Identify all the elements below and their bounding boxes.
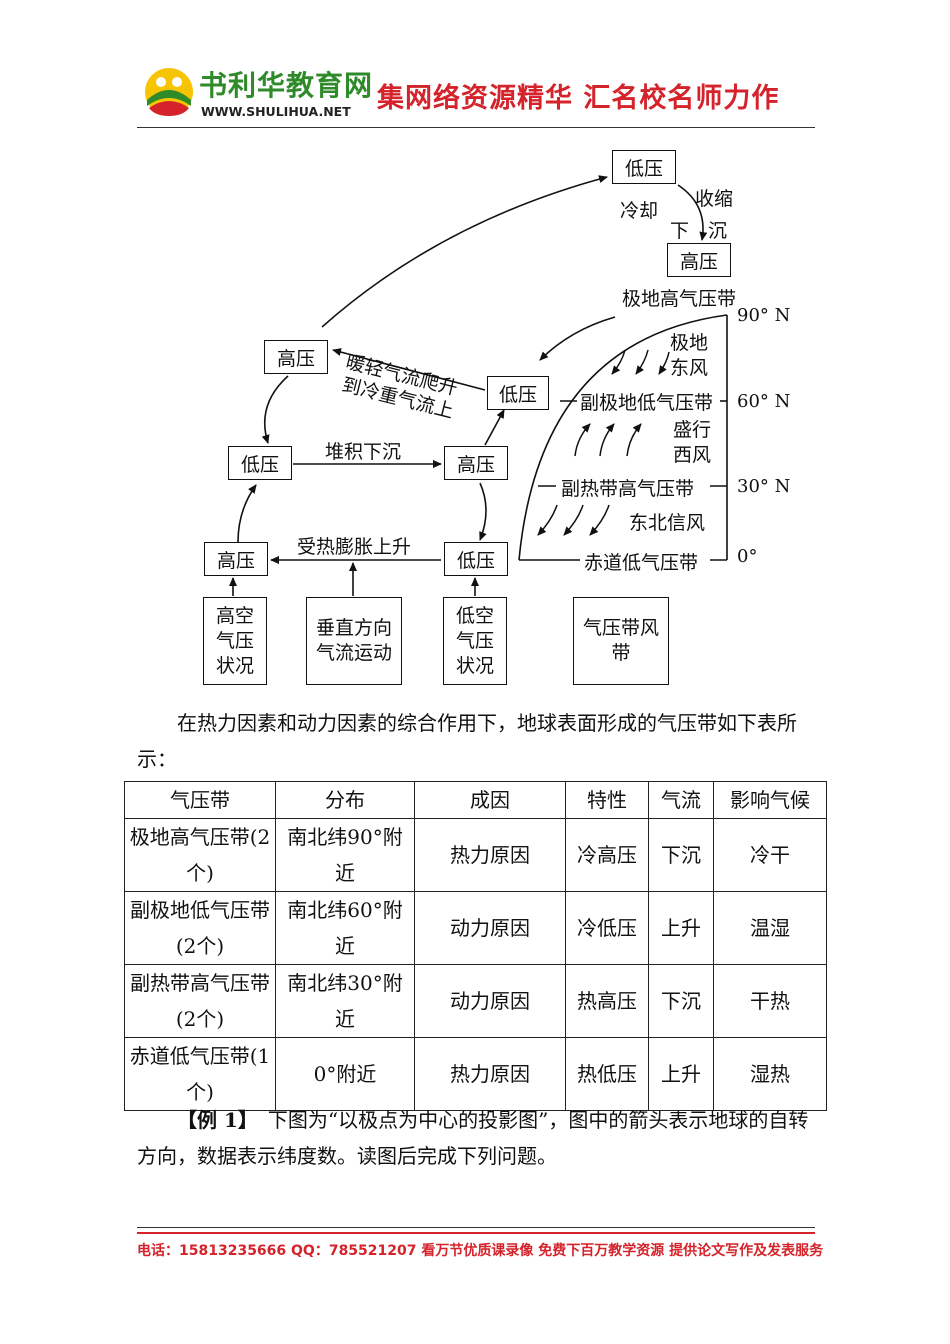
footer-divider: [137, 1227, 815, 1228]
box-belts: 气压带风带: [573, 597, 669, 685]
table-cell: 干热: [713, 964, 827, 1038]
low-pressure-box-top: 低压: [612, 150, 676, 184]
table-cell: 冷干: [713, 818, 827, 892]
table-cell: 副极地低气压带(2个): [124, 891, 276, 965]
table-cell: 极地高气压带(2个): [124, 818, 276, 892]
footer-contact: 电话：15813235666 QQ：785521207 看万节优质课录像 免费下…: [137, 1243, 824, 1259]
logo-text: 书利华教育网: [199, 69, 374, 102]
table-header-row: 气压带 分布 成因 特性 气流 影响气候: [124, 781, 827, 819]
label-equatorial-low-belt: 赤道低气压带: [584, 552, 699, 574]
low-pressure-box-mid-right: 低压: [487, 376, 549, 410]
high-pressure-box-mid: 高压: [444, 446, 508, 480]
box-vertical-flow: 垂直方向气流运动: [306, 597, 402, 685]
diagram-lines: [229, 175, 728, 596]
column-header: 特性: [565, 781, 649, 819]
pressure-belt-table: 气压带 分布 成因 特性 气流 影响气候 极地高气压带(2个) 南北纬90°附近…: [124, 781, 827, 1111]
label-lat-90: 90° N: [737, 305, 791, 326]
label-accumulate-sink: 堆积下沉: [325, 441, 402, 463]
table-cell: 动力原因: [414, 964, 566, 1038]
page-header: 书利华教育网 WWW.SHULIHUA.NET 集网络资源精华 汇名校名师力作: [137, 62, 817, 130]
table-cell: 热力原因: [414, 818, 566, 892]
table-cell: 冷低压: [565, 891, 649, 965]
label-polar-high-belt: 极地高气压带: [622, 288, 737, 310]
pressure-belt-diagram: 低压 高压 高压 低压 低压 高压 高压 低压 冷却 收缩 下 沉 极地高气压带…: [203, 150, 791, 685]
label-subtropical-high-belt: 副热带高气压带: [561, 478, 695, 500]
label-westerly-2: 西风: [673, 444, 712, 466]
table-cell: 热高压: [565, 964, 649, 1038]
intro-text: 在热力因素和动力因素的综合作用下，地球表面形成的气压带如下表所示：: [137, 711, 797, 771]
table-cell: 南北纬60°附近: [275, 891, 415, 965]
label-cool: 冷却: [620, 200, 659, 222]
column-header: 成因: [414, 781, 566, 819]
label-lat-60: 60° N: [737, 391, 791, 412]
header-slogan: 集网络资源精华 汇名校名师力作: [377, 83, 780, 114]
label-shrink: 收缩: [695, 188, 734, 210]
table-row: 极地高气压带(2个) 南北纬90°附近 热力原因 冷高压 下沉 冷干: [124, 818, 827, 892]
table-cell: 赤道低气压带(1个): [124, 1037, 276, 1111]
table-cell: 动力原因: [414, 891, 566, 965]
table-cell: 热力原因: [414, 1037, 566, 1111]
logo-icon: [145, 68, 193, 116]
label-subpolar-low-belt: 副极地低气压带: [580, 392, 714, 414]
table-cell: 冷高压: [565, 818, 649, 892]
high-pressure-box-upper-left: 高压: [264, 340, 328, 374]
example-tag: 【例 1】: [177, 1108, 248, 1132]
table-cell: 上升: [648, 1037, 714, 1111]
column-header: 影响气候: [713, 781, 827, 819]
table-cell: 南北纬90°附近: [275, 818, 415, 892]
footer-divider-red: [137, 1232, 815, 1234]
intro-paragraph: 在热力因素和动力因素的综合作用下，地球表面形成的气压带如下表所示：: [137, 705, 817, 777]
table-row: 副极地低气压带(2个) 南北纬60°附近 动力原因 冷低压 上升 温湿: [124, 891, 827, 965]
column-header: 气压带: [124, 781, 276, 819]
table-cell: 湿热: [713, 1037, 827, 1111]
low-pressure-box-mid-left: 低压: [228, 446, 292, 480]
column-header: 气流: [648, 781, 714, 819]
label-ne-trade: 东北信风: [629, 512, 706, 534]
label-westerly-1: 盛行: [673, 419, 712, 441]
table-cell: 下沉: [648, 964, 714, 1038]
table-cell: 温湿: [713, 891, 827, 965]
example-text: 下图为“以极点为中心的投影图”，图中的箭头表示地球的自转方向，数据表示纬度数。读…: [137, 1108, 809, 1168]
label-sink-2: 沉: [708, 220, 728, 242]
high-pressure-box-upper-right: 高压: [667, 243, 731, 277]
table-row: 赤道低气压带(1个) 0°附近 热力原因 热低压 上升 湿热: [124, 1037, 827, 1111]
table-cell: 热低压: [565, 1037, 649, 1111]
box-low-altitude: 低空气压状况: [443, 597, 507, 685]
logo-url[interactable]: WWW.SHULIHUA.NET: [201, 104, 351, 119]
label-polar-east-2: 东风: [670, 357, 709, 379]
table-cell: 上升: [648, 891, 714, 965]
table-cell: 副热带高气压带(2个): [124, 964, 276, 1038]
box-high-altitude: 高空气压状况: [203, 597, 267, 685]
table-cell: 南北纬30°附近: [275, 964, 415, 1038]
table-row: 副热带高气压带(2个) 南北纬30°附近 动力原因 热高压 下沉 干热: [124, 964, 827, 1038]
high-pressure-box-lower-left: 高压: [204, 542, 268, 576]
low-pressure-box-lower: 低压: [444, 542, 508, 576]
header-divider: [137, 127, 815, 128]
label-sink-1: 下: [670, 220, 690, 242]
table-cell: 下沉: [648, 818, 714, 892]
example-paragraph: 【例 1】 下图为“以极点为中心的投影图”，图中的箭头表示地球的自转方向，数据表…: [137, 1102, 817, 1174]
label-lat-30: 30° N: [737, 476, 791, 497]
label-heat-rise: 受热膨胀上升: [297, 536, 412, 558]
label-polar-east-1: 极地: [670, 332, 709, 354]
table-cell: 0°附近: [275, 1037, 415, 1111]
label-lat-0: 0°: [737, 546, 758, 567]
column-header: 分布: [275, 781, 415, 819]
